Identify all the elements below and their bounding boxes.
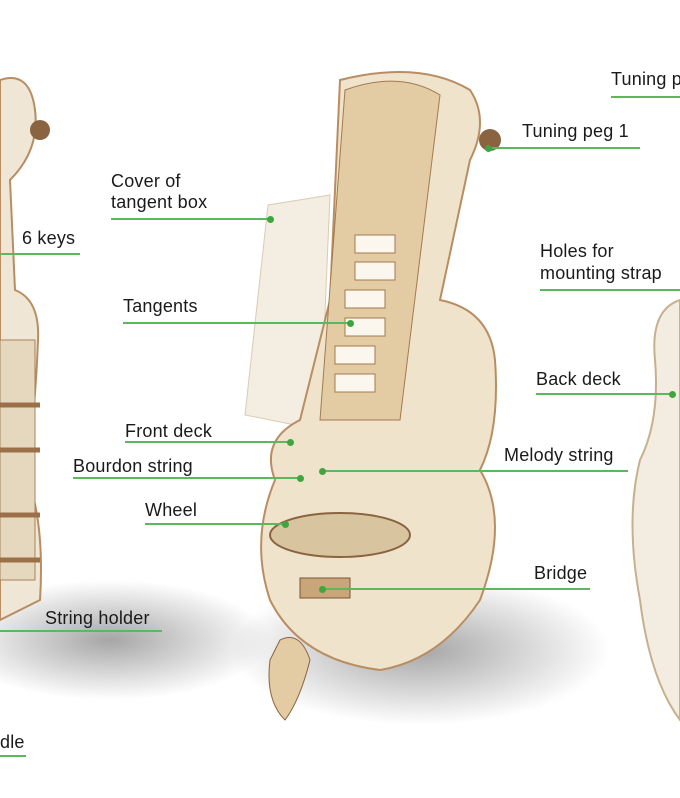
leader-line <box>488 147 640 149</box>
label-front-deck: Front deck <box>125 421 213 441</box>
leader-line <box>0 630 162 632</box>
label-handle-partial: dle <box>0 732 25 752</box>
label-tangents: Tangents <box>123 296 198 316</box>
label-cover-line2: tangent box <box>111 192 208 212</box>
leader-dot <box>319 586 326 593</box>
label-tuning-peg-2: Tuning p <box>611 69 680 89</box>
center-instrument-front-view <box>244 71 501 721</box>
label-bridge: Bridge <box>534 563 588 583</box>
leader-line <box>123 322 350 324</box>
leader-line <box>125 441 290 443</box>
tuning-peg-icon <box>479 129 501 151</box>
leader-dot <box>485 145 492 152</box>
label-holes-line2: mounting strap <box>540 263 662 283</box>
right-instrument-back-view <box>631 298 680 722</box>
leader-dot <box>282 521 289 528</box>
leader-line <box>611 96 680 98</box>
leader-line <box>111 218 270 220</box>
leader-dot <box>297 475 304 482</box>
leader-dot <box>267 216 274 223</box>
leader-line <box>540 289 680 291</box>
leader-line <box>0 755 26 757</box>
leader-line <box>0 253 80 255</box>
label-string-holder: String holder <box>45 608 150 628</box>
label-holes-line1: Holes for <box>540 241 614 261</box>
label-back-deck: Back deck <box>536 369 621 389</box>
label-cover-line1: Cover of <box>111 171 181 191</box>
leader-line <box>145 523 285 525</box>
leader-dot <box>669 391 676 398</box>
label-wheel: Wheel <box>145 500 198 520</box>
label-melody-string: Melody string <box>504 445 614 465</box>
leader-line <box>322 588 590 590</box>
label-bourdon-string: Bourdon string <box>73 456 193 476</box>
shadow-left <box>0 580 270 700</box>
leader-dot <box>347 320 354 327</box>
leader-dot <box>319 468 326 475</box>
tuning-peg-icon <box>30 120 50 140</box>
leader-line <box>73 477 300 479</box>
label-6-keys: 6 keys <box>22 228 76 248</box>
wheel <box>269 512 411 558</box>
leader-dot <box>287 439 294 446</box>
left-instrument-side-view <box>0 77 50 622</box>
label-tuning-peg-1: Tuning peg 1 <box>522 121 629 141</box>
leader-line <box>322 470 628 472</box>
leader-line <box>536 393 672 395</box>
